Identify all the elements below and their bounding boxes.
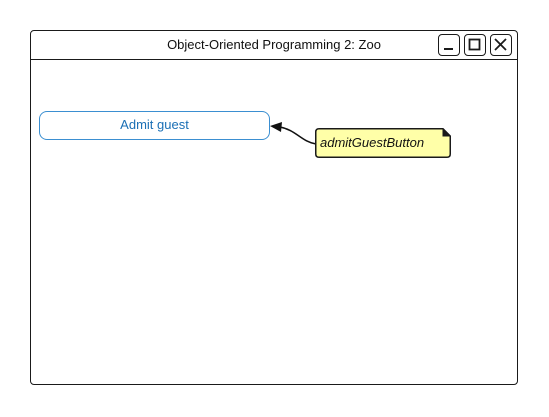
note-shape xyxy=(315,128,451,158)
window-title: Object-Oriented Programming 2: Zoo xyxy=(167,37,381,52)
maximize-icon xyxy=(468,38,481,51)
app-window: Object-Oriented Programming 2: Zoo xyxy=(30,30,518,385)
annotation-note: admitGuestButton xyxy=(315,128,451,158)
title-bar: Object-Oriented Programming 2: Zoo xyxy=(31,31,517,60)
note-label: admitGuestButton xyxy=(320,135,425,150)
minimize-icon xyxy=(444,48,453,50)
annotation-arrow xyxy=(270,122,317,145)
minimize-button[interactable] xyxy=(438,34,460,56)
close-button[interactable] xyxy=(490,34,512,56)
admit-guest-button[interactable]: Admit guest xyxy=(39,111,270,140)
close-icon xyxy=(494,38,507,51)
maximize-button[interactable] xyxy=(464,34,486,56)
